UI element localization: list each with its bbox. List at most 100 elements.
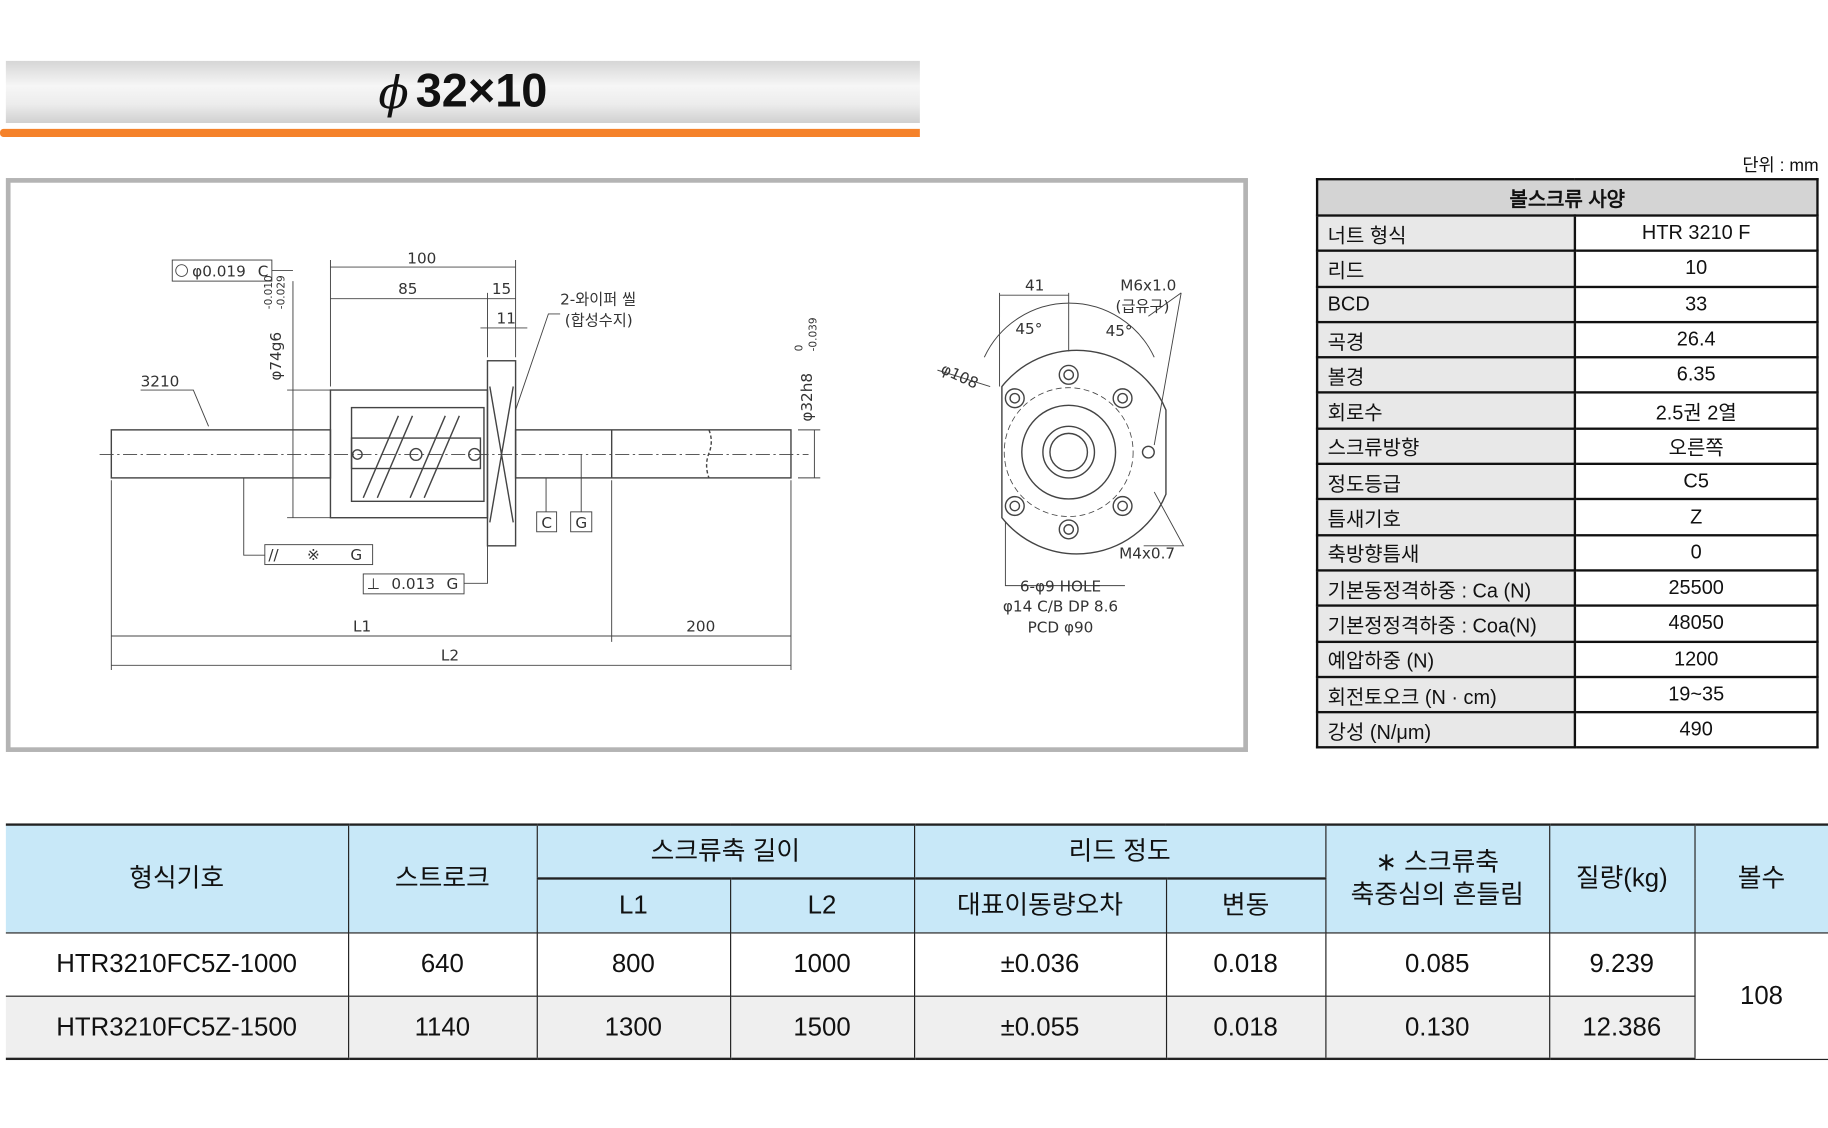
cell-model: HTR3210FC5Z-1500 <box>5 995 349 1061</box>
cell-variation: 0.018 <box>1165 931 1326 997</box>
spec-key: 예압하중 (N) <box>1315 640 1577 679</box>
flange-outline <box>1001 349 1167 555</box>
pcd-label: PCD φ90 <box>1028 619 1094 637</box>
spec-key: 볼경 <box>1315 356 1577 395</box>
unit-label: 단위 : mm <box>1742 155 1819 176</box>
cell-rep-error: ±0.055 <box>913 995 1167 1061</box>
perpendicular-symbol: ⊥ <box>367 575 380 593</box>
oil-port-label: M6x1.0 <box>1120 276 1176 294</box>
spec-row: 기본동정격하중 : Ca (N)25500 <box>1315 569 1819 608</box>
header-runout-line1: ∗ 스크류축 <box>1375 846 1500 876</box>
header-mass: 질량(kg) <box>1548 823 1696 933</box>
counterbore-label: φ14 C/B DP 8.6 <box>1003 597 1118 615</box>
spec-key: 너트 형식 <box>1315 214 1577 253</box>
model-callout: 3210 <box>141 373 180 391</box>
spec-key: BCD <box>1315 285 1577 324</box>
spec-title: 볼스크류 사양 <box>1315 178 1819 217</box>
spec-row: 강성 (N/μm)490 <box>1315 711 1819 750</box>
cell-l2: 1000 <box>729 931 915 997</box>
spec-value: 48050 <box>1573 604 1819 643</box>
spec-row: 회전토오크 (N · cm)19~35 <box>1315 675 1819 714</box>
cell-l2: 1500 <box>729 995 915 1061</box>
header-l2: L2 <box>729 877 915 933</box>
spec-key: 스크류방향 <box>1315 427 1577 466</box>
spec-value: Z <box>1573 498 1819 537</box>
header-lead-accuracy: 리드 정도 <box>913 823 1326 880</box>
spec-value: 490 <box>1573 711 1819 750</box>
spec-key: 틈새기호 <box>1315 498 1577 537</box>
angle-right: 45° <box>1106 322 1133 340</box>
spec-value: HTR 3210 F <box>1573 214 1819 253</box>
shaft-left <box>110 429 332 479</box>
technical-drawing: 100 85 15 11 2-와이퍼 씰 (합성수지) 3210 φ0.019 … <box>5 178 1248 752</box>
nut-tol-upper: -0.010 <box>263 275 275 309</box>
wiper-seal-label: 2-와이퍼 씰 <box>560 291 636 309</box>
holes-label: 6-φ9 HOLE <box>1020 578 1101 596</box>
shaft-diameter: φ32h8 <box>798 373 816 422</box>
coax-datum: C <box>258 262 269 280</box>
cell-stroke: 640 <box>347 931 538 997</box>
header-model: 형식기호 <box>5 823 349 933</box>
dim-100: 100 <box>407 250 436 268</box>
spec-value: 10 <box>1573 249 1819 288</box>
phi-symbol: ϕ <box>378 66 409 118</box>
header-runout-line2: 축중심의 흔들림 <box>1350 879 1524 910</box>
cell-stroke: 1140 <box>347 995 538 1061</box>
tap-label: M4x0.7 <box>1119 545 1175 563</box>
nut-diameter: φ74g6 <box>267 332 285 381</box>
dim-l2: L2 <box>441 647 459 665</box>
spec-value: 1200 <box>1573 640 1819 679</box>
cell-l1: 1300 <box>536 995 731 1061</box>
spec-key: 축방향틈새 <box>1315 533 1577 572</box>
oil-port-note: (급유구) <box>1116 298 1170 316</box>
parallel-tolerance: ※ <box>307 546 320 564</box>
header-variation: 변동 <box>1165 877 1326 933</box>
cell-mass: 12.386 <box>1548 995 1695 1061</box>
spec-value: 19~35 <box>1573 675 1819 714</box>
cell-model: HTR3210FC5Z-1000 <box>5 931 349 997</box>
flange-diameter: φ108 <box>938 360 981 393</box>
perp-datum: G <box>446 575 458 593</box>
dim-11: 11 <box>497 309 516 327</box>
nut-body <box>329 389 489 519</box>
perpendicularity-tolerance: 0.013 <box>391 575 435 593</box>
spec-key: 기본동정격하중 : Ca (N) <box>1315 569 1577 608</box>
parallel-symbol: // <box>268 546 279 564</box>
header-screw-length: 스크류축 길이 <box>536 823 915 880</box>
dim-15: 15 <box>492 280 511 298</box>
dim-l1: L1 <box>353 617 371 635</box>
dim-200: 200 <box>686 617 715 635</box>
cell-balls: 108 <box>1693 931 1828 1060</box>
wiper-material-label: (합성수지) <box>565 312 633 330</box>
title-text: 32×10 <box>415 65 548 118</box>
header-stroke: 스트로크 <box>347 823 538 933</box>
spec-key: 회전토오크 (N · cm) <box>1315 675 1577 714</box>
shaft-right <box>514 429 792 479</box>
nut-flange <box>486 360 517 547</box>
spec-value: 2.5권 2열 <box>1573 391 1819 430</box>
header-l1: L1 <box>536 877 731 933</box>
nut-tol-lower: -0.029 <box>276 275 288 309</box>
spec-value: 0 <box>1573 533 1819 572</box>
table-row: HTR3210FC5Z-1500 1140 1300 1500 ±0.055 0… <box>5 995 1828 1061</box>
cell-rep-error: ±0.036 <box>913 931 1167 997</box>
spec-value: 25500 <box>1573 569 1819 608</box>
cell-l1: 800 <box>536 931 731 997</box>
cell-runout: 0.085 <box>1324 931 1550 997</box>
spec-row: 기본정정격하중 : Coa(N)48050 <box>1315 604 1819 643</box>
spec-value: 26.4 <box>1573 320 1819 359</box>
spec-value: 6.35 <box>1573 356 1819 395</box>
bolt-holes <box>1004 364 1133 540</box>
drawing-svg: 100 85 15 11 2-와이퍼 씰 (합성수지) 3210 φ0.019 … <box>99 250 1185 670</box>
